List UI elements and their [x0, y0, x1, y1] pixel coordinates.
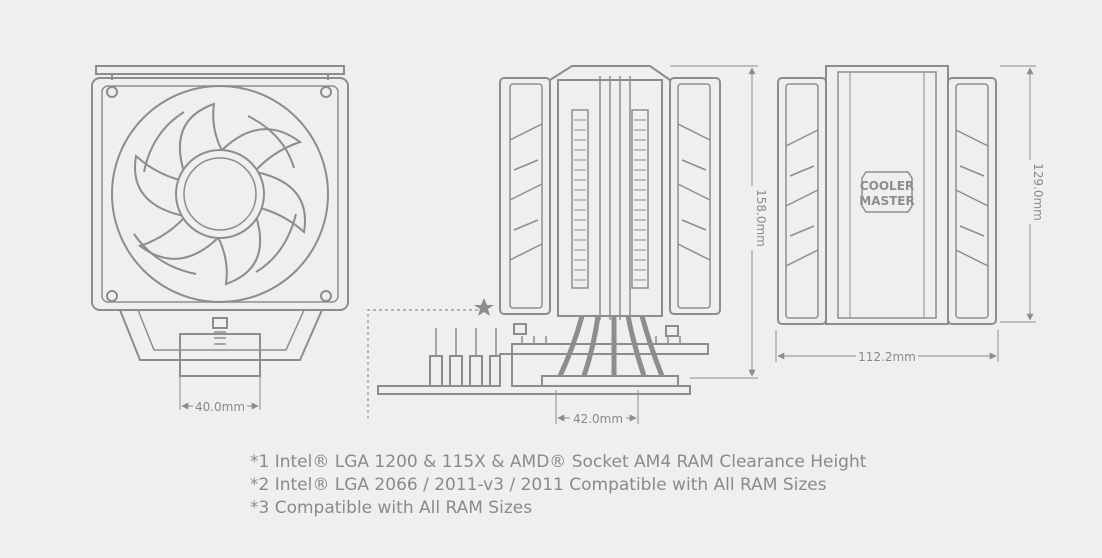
- brand-logo: [861, 171, 913, 213]
- screw-icon: [106, 86, 118, 98]
- note-2: *2 Intel® LGA 2066 / 2011-v3 / 2011 Comp…: [250, 475, 827, 495]
- note-3: *3 Compatible with All RAM Sizes: [250, 498, 533, 518]
- front-top-plate: [95, 65, 345, 75]
- side-fan-left: [499, 77, 551, 315]
- screw-icon: [320, 290, 332, 302]
- dim-total-height: 158.0mm: [754, 189, 768, 247]
- screw-icon: [320, 86, 332, 98]
- fan-blades: [133, 102, 306, 286]
- front-base: [179, 333, 261, 377]
- side-top-cover: [549, 65, 671, 81]
- ram-stick: [449, 355, 463, 387]
- dim-fan-height: 129.0mm: [1031, 163, 1045, 221]
- mounting-bar: [511, 343, 709, 355]
- side-base: [541, 375, 679, 387]
- logo-text-master: MASTER: [859, 194, 915, 208]
- side-view: [367, 65, 758, 424]
- side-fan-right: [669, 77, 721, 315]
- dim-total-width: 112.2mm: [858, 350, 916, 364]
- ram-stick: [429, 355, 443, 387]
- fan-ring: [111, 85, 329, 303]
- dim-base-width: 42.0mm: [573, 412, 623, 426]
- rear-heatsink: [825, 65, 949, 325]
- ram-stick: [489, 355, 501, 387]
- screw-icon: [106, 290, 118, 302]
- side-heatpipes: [557, 315, 665, 378]
- motherboard: [377, 353, 691, 395]
- ram-clearance-line: [367, 309, 478, 418]
- compatibility-notes: *1 Intel® LGA 1200 & 115X & AMD® Socket …: [250, 451, 866, 520]
- rear-fan-left: [777, 77, 827, 325]
- rear-view: [775, 65, 1036, 362]
- fan-hub: [175, 149, 265, 239]
- front-view: [91, 65, 349, 410]
- rear-fan-right: [947, 77, 997, 325]
- note-1: *1 Intel® LGA 1200 & 115X & AMD® Socket …: [250, 452, 867, 472]
- ram-stick: [469, 355, 483, 387]
- star-icon: [474, 298, 494, 316]
- dim-heatsink-depth: 40.0mm: [195, 400, 245, 414]
- fan-frame: [91, 77, 349, 311]
- logo-text-cooler: COOLER: [860, 179, 914, 193]
